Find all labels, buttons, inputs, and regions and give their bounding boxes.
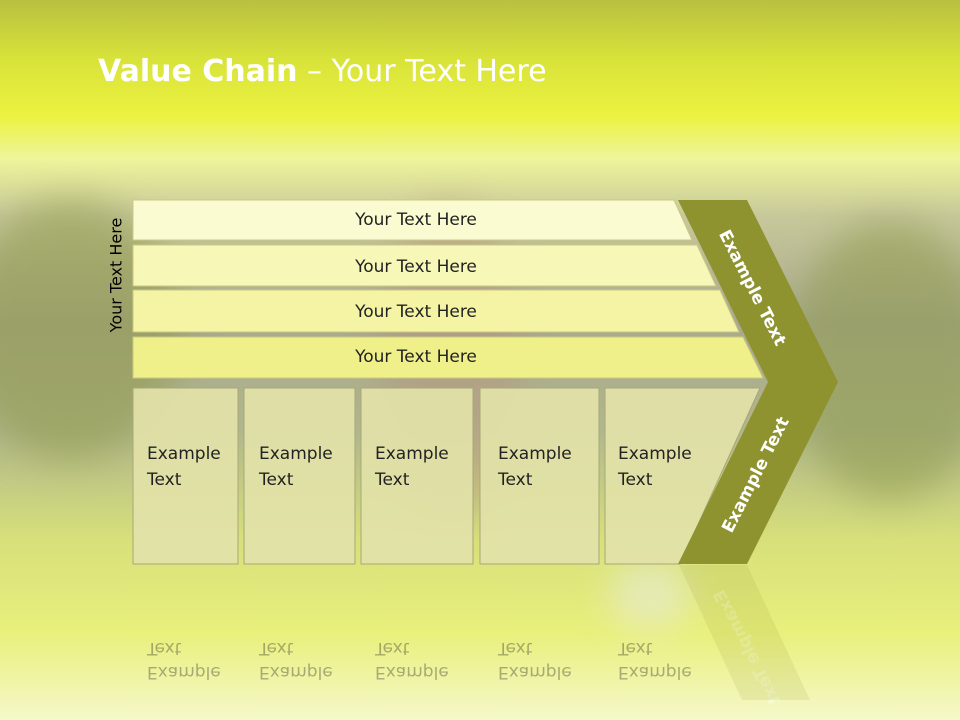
bar-3 [132, 289, 740, 333]
box-3-line2: Text [374, 470, 410, 490]
box-4 [479, 387, 600, 565]
box-1-line1: Example [147, 444, 221, 464]
bar-1 [132, 199, 693, 241]
bar-3-label: Your Text Here [354, 302, 477, 322]
box-3-line1: Example [375, 444, 449, 464]
slide-title: Value Chain – Your Text Here [98, 54, 547, 89]
box-4-line2: Text [497, 470, 533, 490]
bar-4-label: Your Text Here [354, 347, 477, 367]
box-4-reflection-line1: Example [498, 662, 572, 682]
box-1 [132, 387, 239, 565]
title-rest: – Your Text Here [297, 54, 547, 89]
box-2-reflection-line2: Text [258, 638, 294, 658]
box-1-reflection-line2: Text [146, 638, 182, 658]
bar-2 [132, 244, 717, 287]
box-2-line2: Text [258, 470, 294, 490]
bar-4 [132, 336, 764, 379]
box-4-reflection-line2: Text [497, 638, 533, 658]
box-3 [360, 387, 474, 565]
chevron-reflection [679, 565, 810, 700]
box-3-reflection-line2: Text [374, 638, 410, 658]
box-4-line1: Example [498, 444, 572, 464]
box-5-line2: Text [617, 470, 653, 490]
title-bold: Value Chain [98, 54, 298, 89]
box-1-reflection-line1: Example [147, 662, 221, 682]
box-3-reflection-line1: Example [375, 662, 449, 682]
bar-1-label: Your Text Here [354, 210, 477, 230]
box-5-reflection-line2: Text [617, 638, 653, 658]
box-2 [243, 387, 356, 565]
box-1-line2: Text [146, 470, 182, 490]
box-5-line1: Example [618, 444, 692, 464]
bar-2-label: Your Text Here [354, 257, 477, 277]
box-2-line1: Example [259, 444, 333, 464]
box-5-reflection-line1: Example [618, 662, 692, 682]
background-ball [610, 560, 690, 630]
box-2-reflection-line1: Example [259, 662, 333, 682]
chevron-shape [678, 200, 838, 564]
